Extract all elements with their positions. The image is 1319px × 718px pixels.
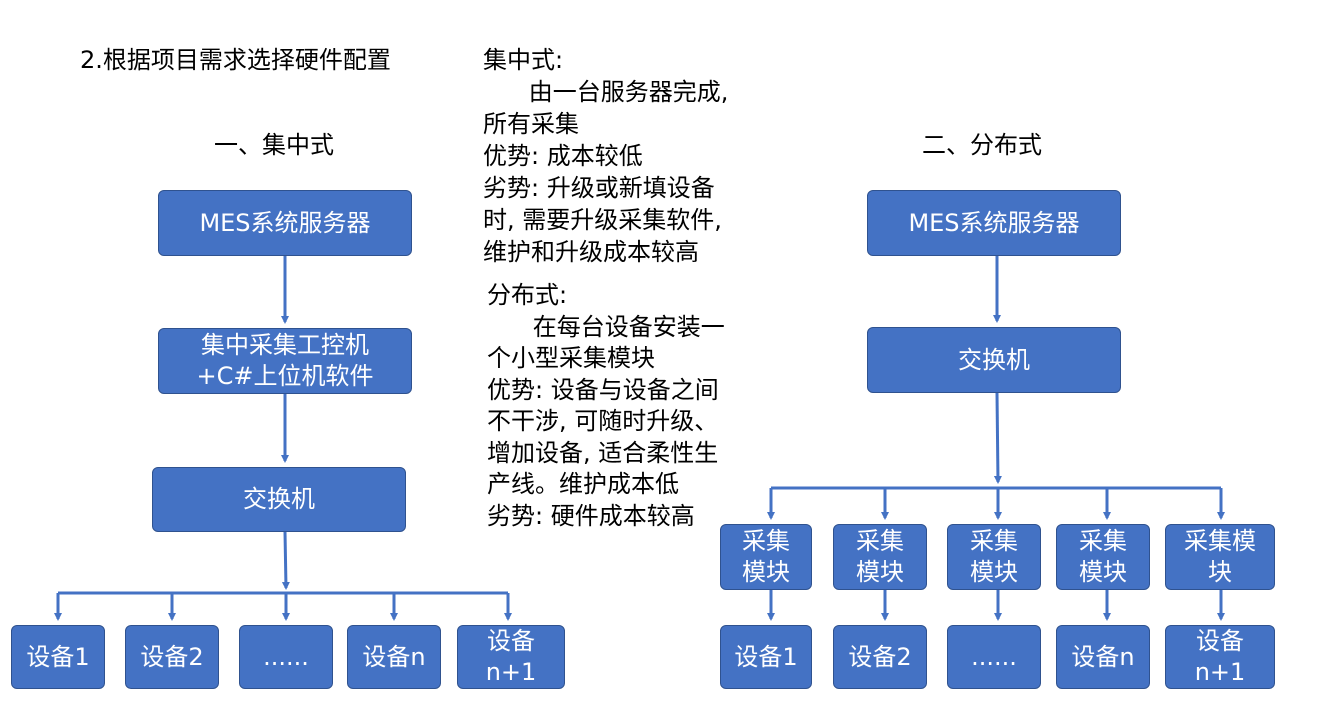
central-collector-box: 集中采集工控机 +C#上位机软件 [158, 328, 412, 394]
distributed-title: 二、分布式 [922, 131, 1042, 159]
page-heading: 2.根据项目需求选择硬件配置 [80, 46, 391, 74]
collection-module-box: 采集 模块 [947, 524, 1041, 590]
dist-device-box: 设备 n+1 [1165, 625, 1275, 689]
dist-device-box: ...... [947, 625, 1041, 689]
dist-device-box: 设备n [1056, 625, 1150, 689]
central-device-box: ...... [239, 625, 333, 689]
dist-server-box: MES系统服务器 [867, 190, 1121, 256]
distributed-notes: 分布式: 在每台设备安装一 个小型采集模块 优势: 设备与设备之间 不干涉, 可… [487, 281, 725, 530]
central-switch-box: 交换机 [152, 467, 406, 532]
central-device-box: 设备2 [125, 625, 219, 689]
central-device-box: 设备 n+1 [457, 625, 565, 689]
centralized-notes: 集中式: 由一台服务器完成, 所有采集 优势: 成本较低 劣势: 升级或新填设备… [483, 46, 729, 266]
central-device-box: 设备1 [11, 625, 105, 689]
collection-module-box: 采集 模块 [720, 524, 812, 590]
centralized-title: 一、集中式 [214, 131, 334, 159]
central-server-box: MES系统服务器 [158, 190, 412, 256]
collection-module-box: 采集 模块 [833, 524, 927, 590]
collection-module-box: 采集 模块 [1056, 524, 1150, 590]
dist-device-box: 设备2 [833, 625, 927, 689]
central-device-box: 设备n [347, 625, 441, 689]
collection-module-box: 采集模 块 [1165, 524, 1275, 590]
dist-device-box: 设备1 [720, 625, 812, 689]
dist-switch-box: 交换机 [867, 327, 1121, 393]
